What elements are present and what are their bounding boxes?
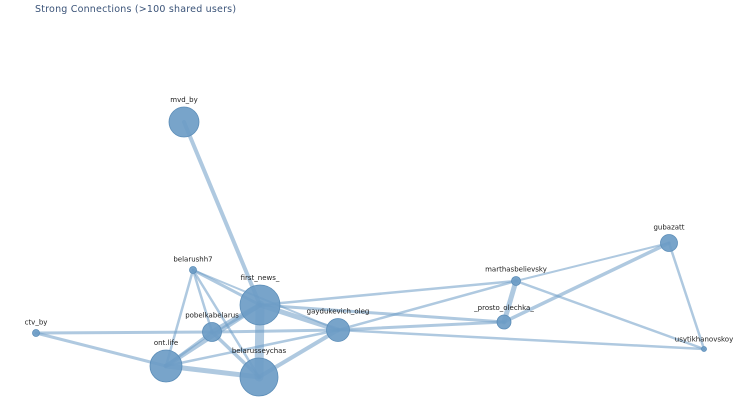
network-edge-marthasbelievsky-usytikhanovskoy bbox=[514, 279, 706, 351]
network-edge-belarushh7-pobelkabelarus bbox=[191, 268, 214, 334]
network-node-marthasbelievsky[interactable] bbox=[511, 276, 521, 286]
network-node-belarusseychas[interactable] bbox=[239, 357, 279, 397]
network-node-ont.life[interactable] bbox=[149, 349, 183, 383]
network-node-belarushh7[interactable] bbox=[189, 266, 197, 274]
network-node-pobelkabelarus[interactable] bbox=[202, 322, 222, 342]
network-node-mvd_by[interactable] bbox=[168, 106, 200, 138]
network-edge-pobelkabelarus-gaydukevich_oleg bbox=[210, 328, 340, 334]
network-edge-ctv_by-pobelkabelarus bbox=[34, 330, 214, 335]
network-node-first_news_[interactable] bbox=[239, 284, 281, 326]
node-label-marthasbelievsky: marthasbelievsky bbox=[485, 266, 547, 274]
node-label-belarushh7: belarushh7 bbox=[173, 256, 212, 264]
edges-layer bbox=[34, 120, 706, 382]
node-label-ont.life: ont.life bbox=[154, 339, 178, 347]
node-label-pobelkabelarus: pobelkabelarus bbox=[185, 312, 239, 320]
network-edge-gaydukevich_oleg-_prosto_olechka_ bbox=[336, 320, 506, 332]
network-edge-ctv_by-ont.life bbox=[34, 331, 168, 368]
network-edge-first_news_-_prosto_olechka_ bbox=[258, 303, 506, 324]
node-label-gaydukevich_oleg: gaydukevich_oleg bbox=[307, 308, 370, 316]
network-node-gubazatt[interactable] bbox=[660, 234, 678, 252]
network-edge-gaydukevich_oleg-marthasbelievsky bbox=[336, 279, 518, 332]
network-node-_prosto_olechka_[interactable] bbox=[496, 314, 512, 330]
page-title: Strong Connections (>100 shared users) bbox=[35, 4, 237, 15]
node-label-ctv_by: ctv_by bbox=[25, 319, 48, 327]
node-label-belarusseychas: belarusseychas bbox=[232, 347, 287, 355]
network-node-gaydukevich_oleg[interactable] bbox=[326, 318, 350, 342]
node-label-usytikhanovskoy: usytikhanovskoy bbox=[675, 336, 733, 344]
network-edge-belarushh7-ont.life bbox=[164, 268, 195, 368]
network-edge-first_news_-marthasbelievsky bbox=[258, 279, 518, 307]
nodes-layer bbox=[32, 106, 707, 397]
node-label-_prosto_olechka_: _prosto_olechka_ bbox=[473, 304, 534, 312]
network-edge-_prosto_olechka_-gubazatt bbox=[502, 241, 671, 324]
node-label-gubazatt: gubazatt bbox=[653, 224, 684, 232]
network-edge-mvd_by-first_news_ bbox=[182, 120, 262, 307]
labels-layer: mvd_by belarushh7 first_news_ pobelkabelaru… bbox=[25, 96, 734, 355]
network-edge-ont.life-gaydukevich_oleg bbox=[164, 328, 340, 368]
network-edge-marthasbelievsky-gubazatt bbox=[515, 242, 670, 282]
node-label-mvd_by: mvd_by bbox=[170, 96, 198, 104]
network-edge-gubazatt-usytikhanovskoy bbox=[667, 241, 706, 351]
network-node-ctv_by[interactable] bbox=[32, 329, 40, 337]
network-edge-gaydukevich_oleg-usytikhanovskoy bbox=[336, 328, 706, 351]
network-node-usytikhanovskoy[interactable] bbox=[701, 346, 707, 352]
node-label-first_news_: first_news_ bbox=[241, 274, 280, 282]
